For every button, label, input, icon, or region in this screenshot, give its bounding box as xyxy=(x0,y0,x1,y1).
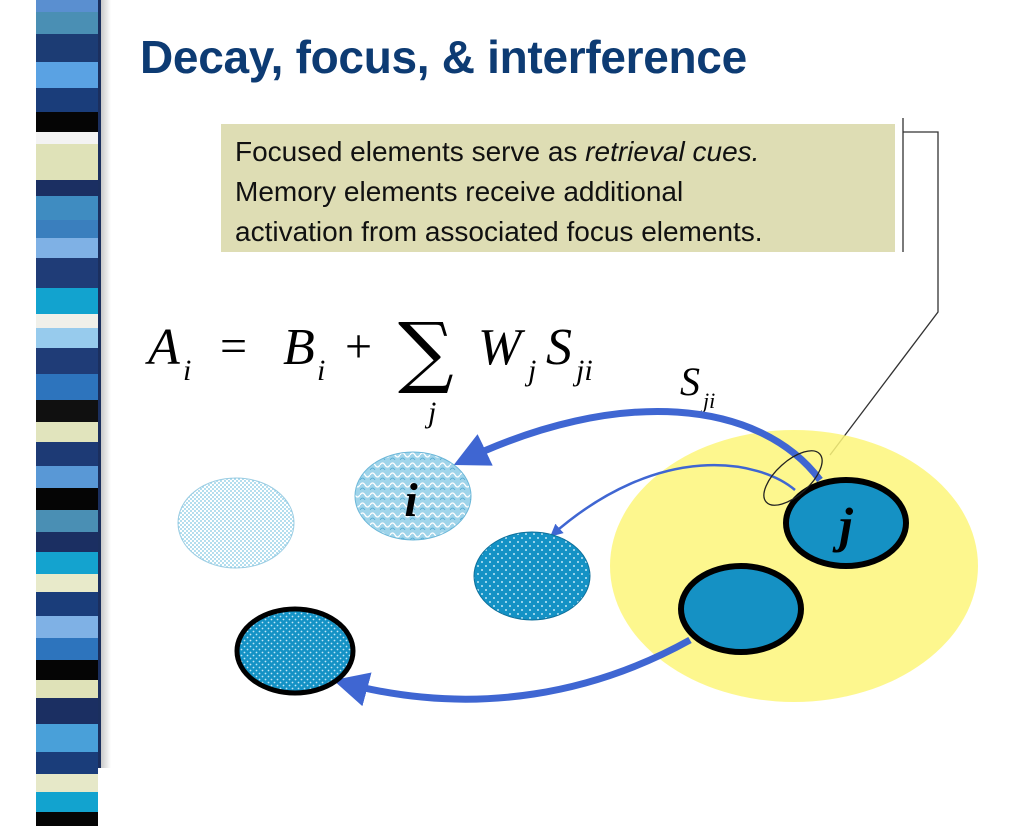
eq-S-sub: ji xyxy=(572,354,593,387)
stripe-shadow xyxy=(101,0,111,768)
eq-sum: ∑ xyxy=(398,307,454,397)
eq-W-sub: j xyxy=(524,354,536,387)
slide-title: Decay, focus, & interference xyxy=(140,31,747,83)
focus-element-j xyxy=(783,477,909,569)
eq-equals: = xyxy=(220,320,247,373)
callout-line-2: Memory elements receive additional xyxy=(235,176,684,207)
eq-W: W xyxy=(478,319,526,376)
focus-element-2 xyxy=(678,563,804,655)
node-i-label: i xyxy=(404,474,418,527)
arrow-j-to-i xyxy=(453,408,823,483)
eq-A: A xyxy=(145,319,180,376)
memory-element-i xyxy=(354,451,472,541)
sji-label-sub: ji xyxy=(700,388,715,413)
memory-element-light xyxy=(177,477,295,569)
eq-plus: + xyxy=(345,320,372,373)
callout-line-1: Focused elements serve as retrieval cues… xyxy=(235,132,881,172)
sji-label: S xyxy=(680,359,700,404)
decorative-stripe xyxy=(36,0,101,826)
eq-A-sub: i xyxy=(183,354,191,387)
activation-equation: A i = B i + ∑ j W j S ji xyxy=(145,307,593,429)
callout-connector xyxy=(829,131,939,456)
memory-element-middle xyxy=(473,531,591,621)
memory-element-lower xyxy=(234,606,356,696)
connector-ellipse xyxy=(763,450,823,506)
arrow-focus-to-lower xyxy=(333,636,692,707)
eq-sum-sub: j xyxy=(424,396,436,429)
arrow-j-to-middle xyxy=(550,463,796,537)
callout-emphasis: retrieval cues. xyxy=(585,136,760,167)
callout-line-3: activation from associated focus element… xyxy=(235,216,763,247)
eq-S: S xyxy=(546,319,572,376)
activation-diagram: A i = B i + ∑ j W j S ji S ji i j xyxy=(145,118,978,707)
callout-line-1-text: Focused elements serve as xyxy=(235,136,586,167)
eq-B-sub: i xyxy=(317,354,325,387)
eq-B: B xyxy=(283,319,315,376)
callout-box: Focused elements serve as retrieval cues… xyxy=(221,124,895,252)
